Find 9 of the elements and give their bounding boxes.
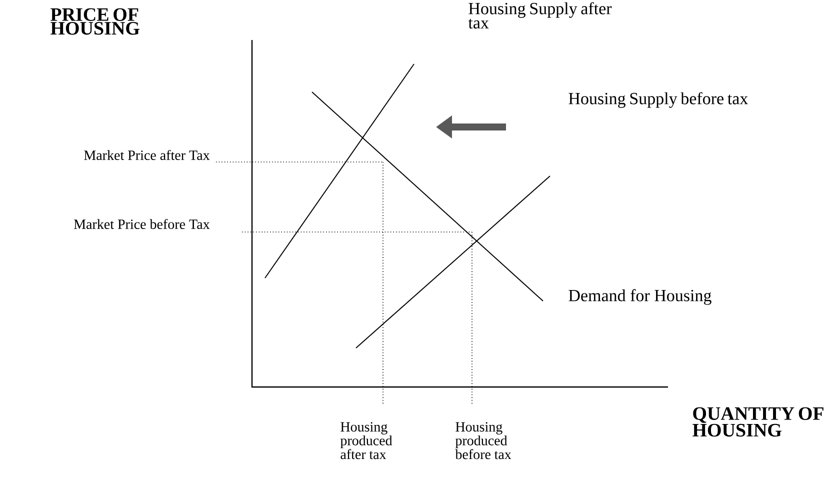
axis-title: PRICE OF HOUSING	[50, 8, 140, 35]
curve-label: Housing Supply before tax	[568, 92, 748, 108]
price-label: Market Price before Tax	[74, 218, 210, 229]
curve-label: Housing Supply after tax	[468, 2, 612, 29]
axis-title: QUANTITY OF HOUSING	[692, 407, 824, 437]
quantity-label: Housing produced before tax	[455, 422, 512, 460]
price-label: Market Price after Tax	[84, 150, 210, 160]
curve-label: Demand for Housing	[568, 289, 712, 305]
quantity-label: Housing produced after tax	[340, 422, 392, 460]
